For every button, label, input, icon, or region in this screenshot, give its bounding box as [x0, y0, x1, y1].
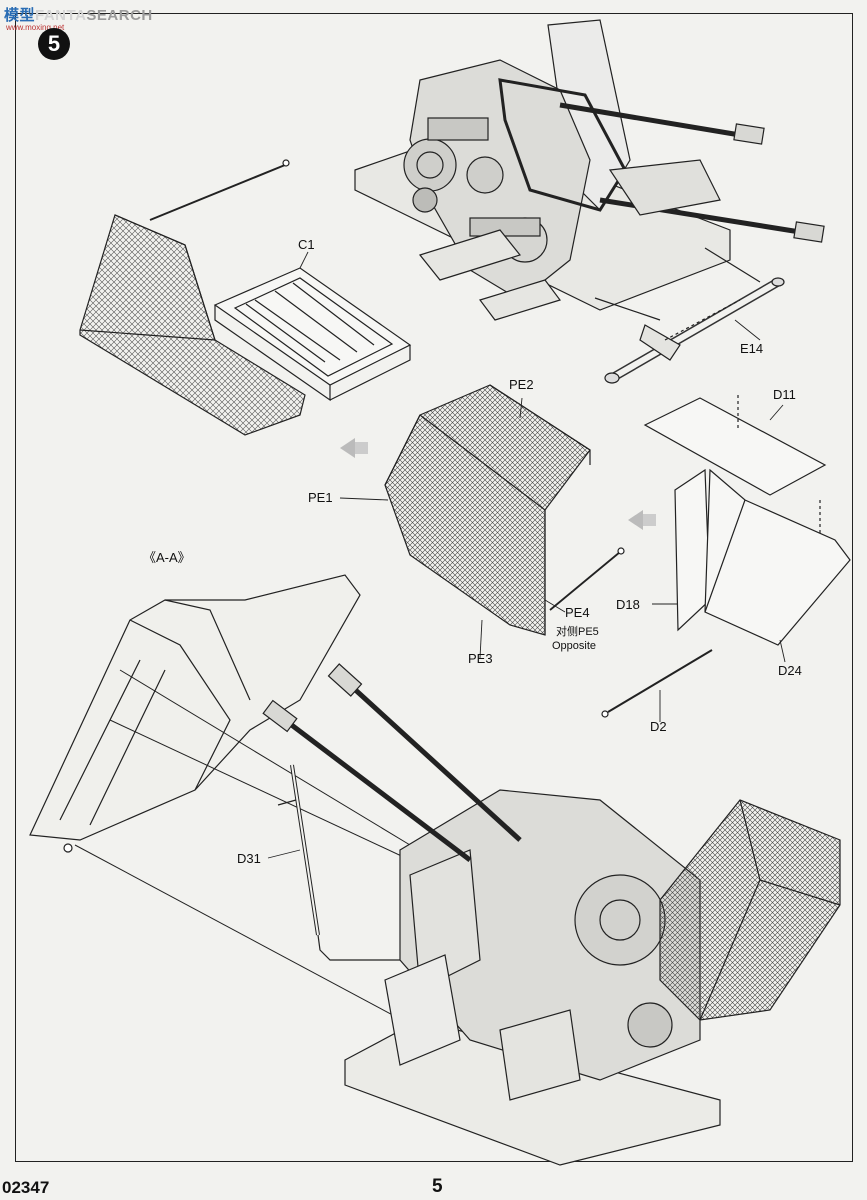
callout-pe3: PE3: [468, 651, 493, 666]
watermark-url: www.moxing.net: [6, 23, 65, 32]
callout-pe5: 对侧PE5: [556, 626, 599, 638]
page-number: 5: [432, 1176, 443, 1197]
section-label-aa: 《A-A》: [143, 550, 191, 565]
part-d31-rod: [277, 764, 415, 961]
part-e14-axle: [594, 247, 785, 384]
pe5-code: PE5: [578, 626, 599, 638]
section-aa-detail: [29, 574, 431, 1036]
callout-pe4: PE4: [565, 605, 590, 620]
page-border: [15, 13, 853, 1162]
direction-arrows: [340, 438, 656, 530]
watermark-logo: 模型FANTASEARCH: [4, 4, 153, 25]
callout-pe1: PE1: [308, 490, 333, 505]
callout-opposite: Opposite: [552, 640, 597, 652]
callout-d24: D24: [778, 663, 802, 678]
callout-d11: D11: [773, 387, 796, 402]
callout-d18: D18: [616, 597, 640, 612]
logo-chinese: 模型: [4, 7, 36, 24]
top-gun-assembly: [354, 19, 825, 321]
callout-c1: C1: [298, 237, 315, 252]
product-code: 02347: [2, 1178, 50, 1197]
left-mesh-basket: [79, 159, 306, 436]
callout-d2: D2: [650, 719, 667, 734]
callout-e14: E14: [740, 341, 764, 356]
callout-d31: D31: [237, 851, 261, 866]
center-mesh-basket: [384, 384, 625, 636]
step-number-badge: 5: [38, 28, 70, 60]
callout-pe2: PE2: [509, 377, 534, 392]
logo-mid: FANTA: [35, 7, 87, 24]
bottom-gun-assembly: [262, 663, 841, 1166]
pe5-chinese: 对侧: [556, 626, 578, 638]
part-c1-tray: [213, 267, 412, 402]
leader-lines: [267, 251, 786, 859]
logo-text: SEARCH: [86, 7, 153, 24]
right-frame-parts: [601, 395, 851, 718]
